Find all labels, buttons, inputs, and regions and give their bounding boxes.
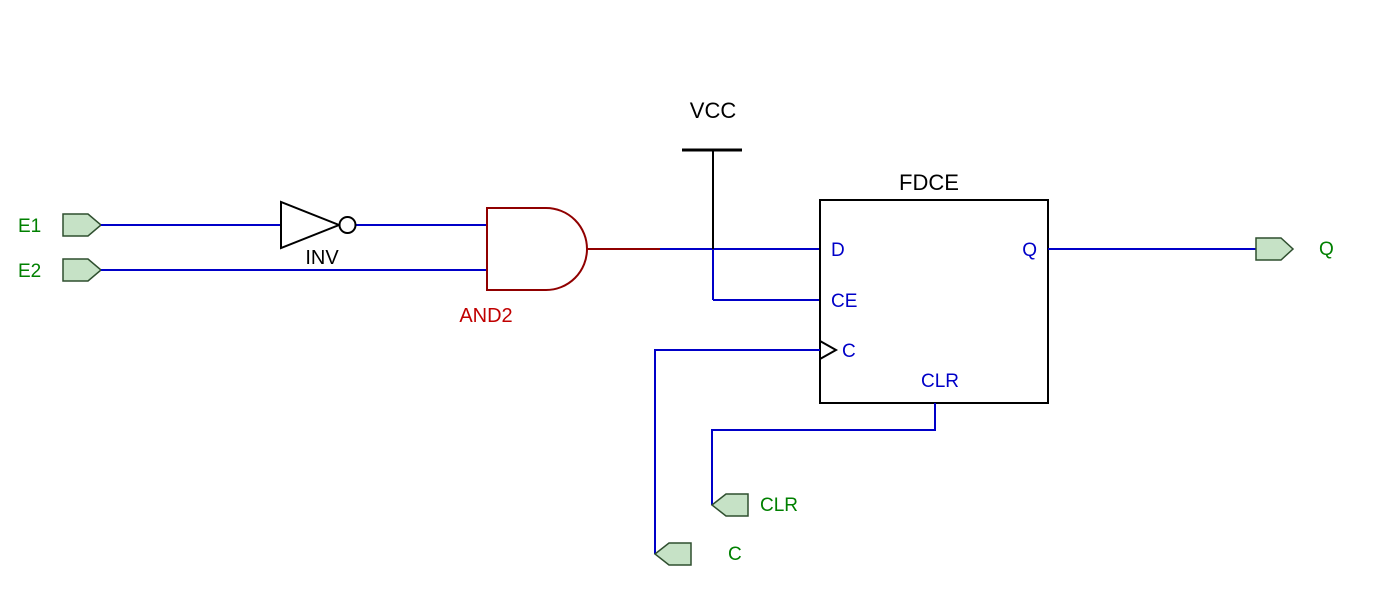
fdce-pin-clr-label: CLR [921,371,959,392]
port-clr-pin[interactable] [710,493,749,517]
fdce-pin-d-label: D [831,240,845,261]
fdce-pin-c-label: C [842,341,856,362]
fdce-pin-ce-label: CE [831,291,857,312]
port-clr-label: CLR [760,495,798,516]
inverter-symbol[interactable] [280,200,342,250]
port-c-label: C [728,544,742,565]
port-e1-label: E1 [18,216,41,237]
port-e2-label: E2 [18,261,41,282]
and2-gate-label: AND2 [459,305,512,327]
port-q-pin[interactable] [1255,237,1295,261]
wire-c-input[interactable] [654,349,820,554]
fdce-clock-triangle-icon [819,340,839,360]
port-e2-pin[interactable] [62,258,103,282]
port-q-label: Q [1319,239,1334,260]
inverter-bubble-icon [338,216,357,234]
port-e1-pin[interactable] [62,213,103,237]
and2-gate-symbol[interactable] [486,207,588,291]
inverter-label: INV [305,247,339,269]
wire-clr-input[interactable] [711,403,936,505]
fdce-pin-q-label: Q [1022,240,1037,261]
vcc-label: VCC [690,98,737,123]
port-c-pin[interactable] [653,542,692,566]
fdce-label: FDCE [899,170,959,195]
